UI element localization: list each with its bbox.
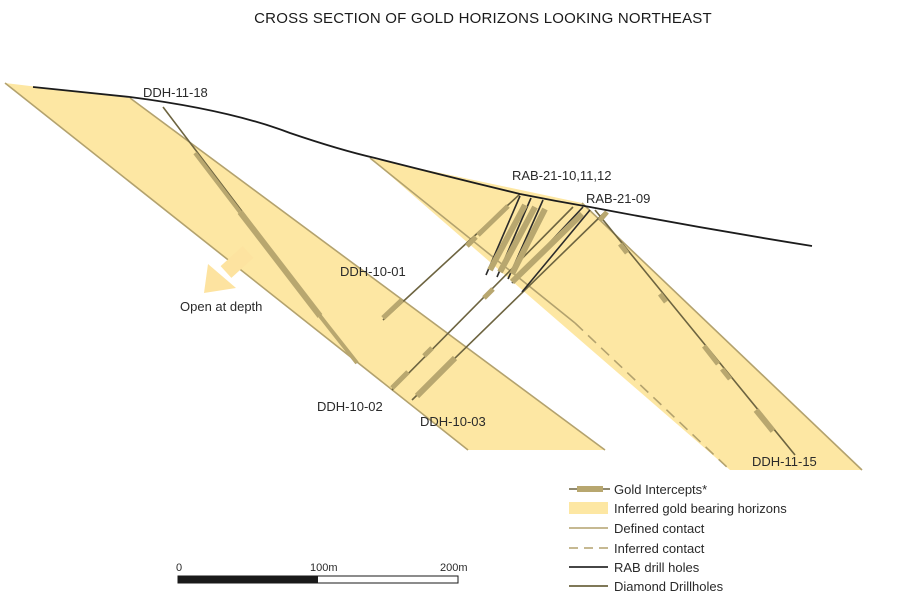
legend-inferred-horizons-label: Inferred gold bearing horizons [614,501,787,516]
gold-intercept [509,207,548,276]
open-at-depth-arrow [204,246,254,293]
gold-intercept [318,314,359,365]
label-ddh-10-03: DDH-10-03 [420,414,486,429]
diagram-title: CROSS SECTION OF GOLD HORIZONS LOOKING N… [254,10,712,27]
legend-gold-intercepts: Gold Intercepts* [569,482,707,497]
scale-end-label: 200m [440,562,468,574]
gold-intercept [497,205,538,274]
label-ddh-11-18: DDH-11-18 [143,85,208,100]
gold-intercept [193,151,242,214]
gold-intercept [487,203,528,272]
gold-intercept [720,367,732,381]
gold-intercept [381,298,404,320]
gold-intercept [509,211,585,285]
gold-intercept [422,346,434,358]
gold-intercept [476,204,510,237]
label-open-at-depth: Open at depth [180,299,262,314]
ddh-10-02-trace [391,206,574,391]
legend-diamond-holes: Diamond Drillholes [569,579,724,594]
gold-intercept [598,210,609,222]
label-ddh-10-01: DDH-10-01 [340,264,406,279]
gold-intercept [237,210,323,318]
gold-intercept [753,408,776,433]
rab-21-09-trace-b [521,209,591,293]
gold-intercept [414,355,458,399]
gold-horizons [5,83,862,470]
scale-mid-label: 100m [310,562,338,574]
ground-surface [32,86,813,247]
gold-intercept [390,370,410,390]
legend-inferred-horizons: Inferred gold bearing horizons [569,501,787,516]
legend-rab-holes-label: RAB drill holes [614,560,700,575]
label-ddh-11-15: DDH-11-15 [752,454,817,469]
gold-intercept [702,344,720,366]
label-rab-21-09: RAB-21-09 [586,191,650,206]
horizon-band-2 [370,158,862,470]
legend-defined-contact-label: Defined contact [614,521,705,536]
legend-defined-contact: Defined contact [569,521,705,536]
gold-intercept [658,292,668,304]
gold-intercept [465,235,478,248]
gold-intercepts [193,151,776,433]
legend: Gold Intercepts* Inferred gold bearing h… [569,482,787,594]
scale-zero-label: 0 [176,562,182,574]
defined-contact-1 [129,97,606,451]
legend-gold-intercepts-label: Gold Intercepts* [614,482,707,497]
gold-intercept [618,242,629,255]
defined-contact-4 [581,202,863,471]
label-rab-21-10-11-12: RAB-21-10,11,12 [512,168,612,183]
scale-bar: 0 100m 200m [176,562,468,584]
label-ddh-10-02: DDH-10-02 [317,399,383,414]
legend-diamond-holes-label: Diamond Drillholes [614,579,724,594]
legend-rab-holes: RAB drill holes [569,560,700,575]
legend-inferred-contact: Inferred contact [569,541,705,556]
gold-intercept [482,287,495,300]
legend-inferred-contact-label: Inferred contact [614,541,705,556]
scale-bar-black-segment [178,576,318,583]
